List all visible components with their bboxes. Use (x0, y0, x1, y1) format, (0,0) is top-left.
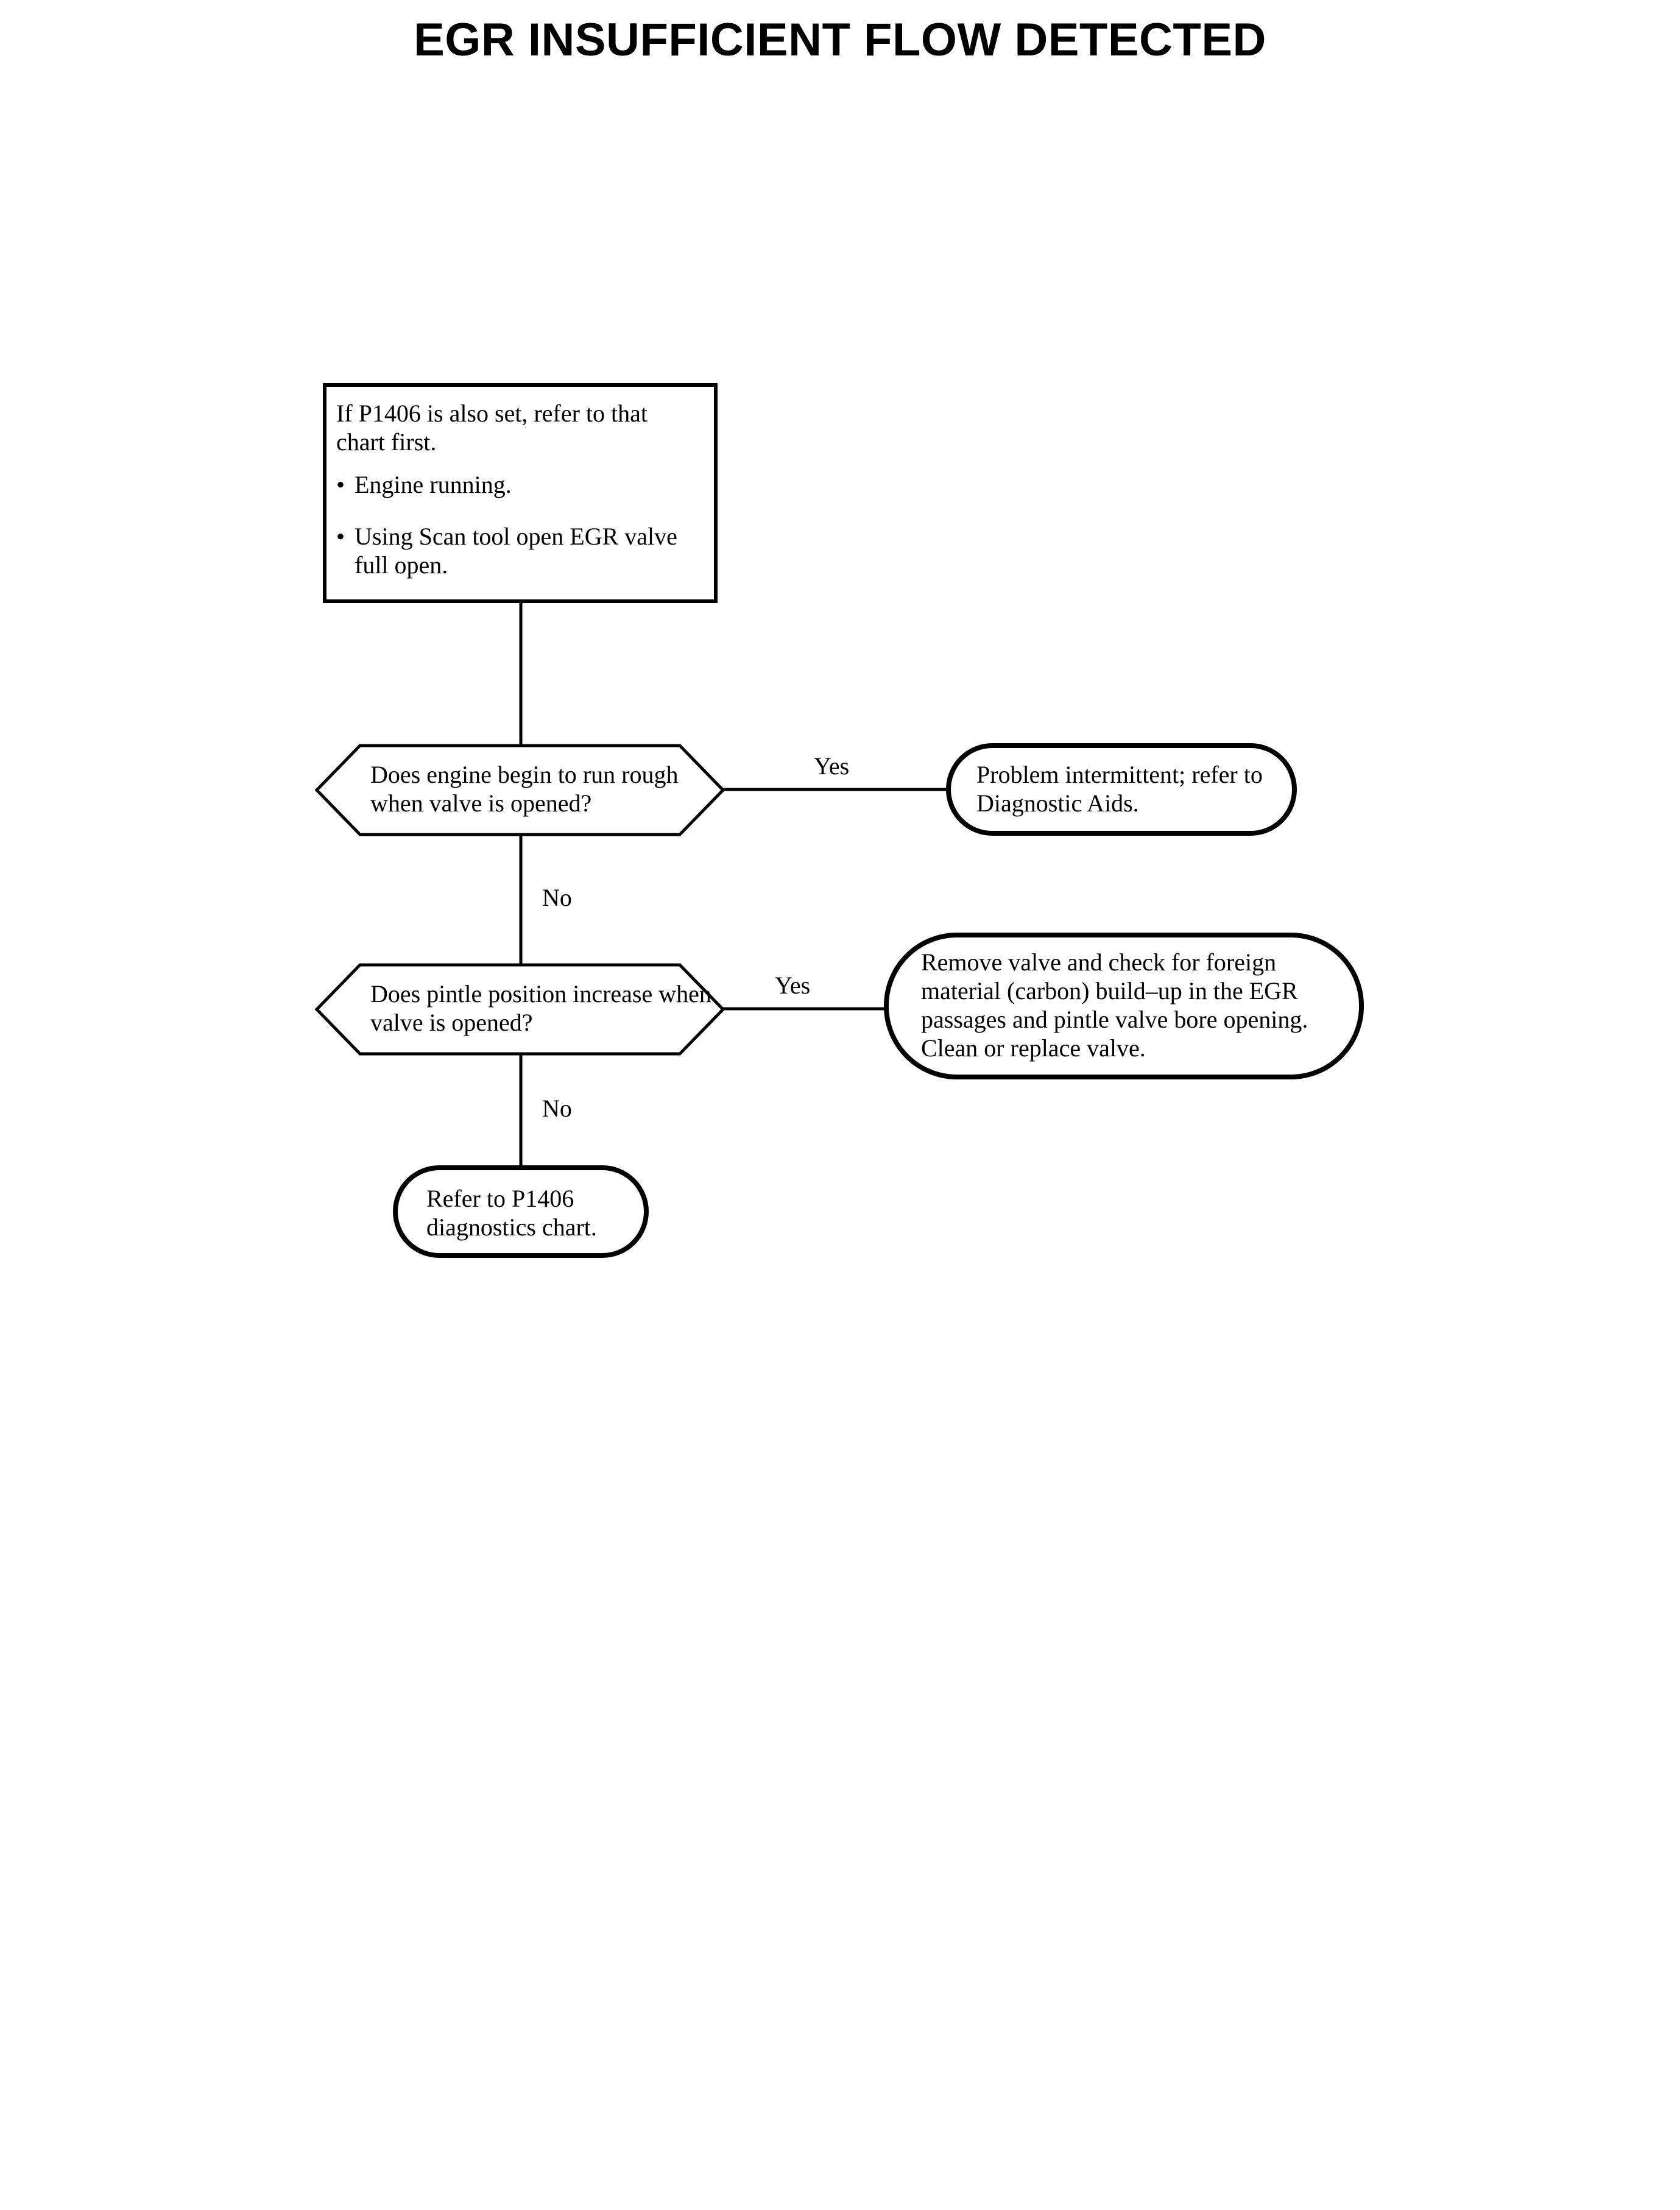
branch-label-no-1: No (542, 884, 572, 911)
bullet-dot-icon: • (336, 471, 345, 498)
page-title: EGR INSUFFICIENT FLOW DETECTED (414, 14, 1266, 66)
result-problem-intermittent-label: Problem intermittent; refer to Diagnosti… (976, 761, 1263, 817)
result-problem-intermittent (946, 743, 1297, 836)
decision-engine-rough-label: Does engine begin to run rough when valv… (370, 761, 679, 817)
instruction-bullet-2: • Using Scan tool open EGR valve full op… (336, 522, 702, 579)
hexagon-shape (314, 744, 725, 836)
decision-pintle-position-label: Does pintle position increase when valve… (370, 980, 711, 1036)
branch-label-no-2: No (542, 1095, 572, 1122)
result-remove-valve-label: Remove valve and check for foreign mater… (921, 948, 1308, 1062)
instruction-box (323, 383, 718, 603)
instruction-intro-text: If P1406 is also set, refer to that char… (336, 400, 648, 456)
bullet-dot-icon: • (336, 523, 345, 550)
branch-label-yes-1: Yes (814, 752, 850, 780)
instruction-bullet-1-label: Engine running. (355, 471, 512, 498)
hexagon-shape (314, 963, 725, 1056)
instruction-bullet-2-label: Using Scan tool open EGR valve full open… (355, 523, 677, 579)
decision-pintle-position (314, 962, 725, 1056)
result-refer-p1406-label: Refer to P1406 diagnostics chart. (426, 1185, 597, 1241)
instruction-bullet-1: • Engine running. (336, 470, 702, 499)
result-remove-valve (884, 933, 1364, 1079)
decision-engine-rough (314, 743, 725, 837)
result-refer-p1406 (393, 1165, 649, 1258)
branch-label-yes-2: Yes (775, 972, 811, 999)
